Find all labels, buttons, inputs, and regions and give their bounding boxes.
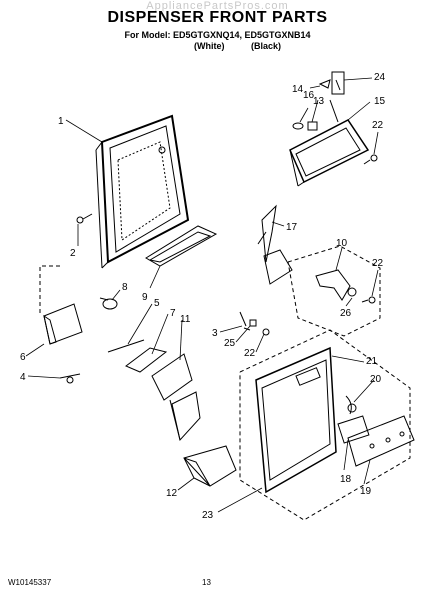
callout-19: 19 bbox=[360, 486, 372, 497]
callout-1: 1 bbox=[58, 116, 64, 127]
callout-22c: 22 bbox=[244, 348, 256, 359]
header: AppliancePartsPros.com DISPENSER FRONT P… bbox=[0, 0, 435, 56]
callout-25: 25 bbox=[224, 338, 236, 349]
color-black-label: (Black) bbox=[251, 41, 282, 51]
doc-number: W10145337 bbox=[8, 578, 52, 587]
part-6-module bbox=[39, 265, 83, 345]
callout-2: 2 bbox=[70, 248, 76, 259]
part-2-screw bbox=[76, 213, 93, 224]
part-7-bracket bbox=[125, 347, 168, 373]
callout-18: 18 bbox=[340, 474, 352, 485]
leader-lines bbox=[25, 77, 379, 513]
callout-labels: 1 2 3 4 5 6 7 8 9 10 11 12 13 14 15 16 1… bbox=[20, 72, 386, 521]
part-21-front-panel bbox=[255, 346, 337, 494]
callout-3: 3 bbox=[212, 328, 218, 339]
part-10-assembly-box bbox=[287, 245, 381, 337]
callout-20: 20 bbox=[370, 374, 382, 385]
callout-4: 4 bbox=[20, 372, 26, 383]
part-11-chute bbox=[151, 353, 201, 442]
part-22-screw-upper bbox=[363, 154, 378, 165]
page-number: 13 bbox=[202, 578, 211, 587]
part-1-housing-frame bbox=[95, 114, 190, 269]
part-25-clip bbox=[249, 319, 257, 327]
callout-8: 8 bbox=[122, 282, 128, 293]
callout-13: 13 bbox=[313, 96, 325, 107]
callout-17: 17 bbox=[286, 222, 298, 233]
part-16-bulb bbox=[292, 122, 304, 130]
callout-11: 11 bbox=[180, 314, 191, 325]
callout-10: 10 bbox=[336, 238, 348, 249]
callout-22b: 22 bbox=[372, 258, 384, 269]
part-17-actuator-lever bbox=[257, 204, 293, 285]
part-22-screw-right bbox=[361, 296, 376, 304]
callout-6: 6 bbox=[20, 352, 26, 363]
callout-15: 15 bbox=[374, 96, 386, 107]
model-line: For Model: ED5GTGXNQ14, ED5GTGXNB14 bbox=[124, 30, 311, 40]
callout-5: 5 bbox=[154, 298, 160, 309]
part-18-control-board bbox=[337, 415, 370, 444]
callout-16: 16 bbox=[303, 90, 315, 101]
part-14-clip bbox=[318, 79, 331, 89]
callout-7: 7 bbox=[170, 308, 176, 319]
part-24-bracket bbox=[331, 71, 345, 95]
callout-9: 9 bbox=[142, 292, 148, 303]
part-5-wire bbox=[107, 339, 145, 353]
callout-12: 12 bbox=[166, 488, 178, 499]
part-19-control-panel bbox=[347, 415, 415, 467]
callout-21: 21 bbox=[366, 356, 378, 367]
callout-14: 14 bbox=[292, 84, 304, 95]
callout-23: 23 bbox=[202, 510, 214, 521]
watermark: AppliancePartsPros.com bbox=[146, 0, 289, 12]
part-23-front-box bbox=[239, 329, 411, 521]
page-title: DISPENSER FRONT PARTS bbox=[107, 9, 328, 26]
callout-26: 26 bbox=[340, 308, 352, 319]
part-12-cup bbox=[183, 445, 237, 487]
part-8-switch bbox=[99, 297, 118, 310]
part-22-screw-lower bbox=[262, 328, 270, 336]
color-white-label: (White) bbox=[194, 41, 225, 51]
callout-24: 24 bbox=[374, 72, 386, 83]
part-15-upper-housing bbox=[289, 99, 370, 187]
part-13-socket bbox=[307, 121, 318, 131]
part-20-harness bbox=[345, 395, 357, 415]
callout-22a: 22 bbox=[372, 120, 384, 131]
part-4-spring bbox=[59, 373, 81, 384]
part-9-drip-tray bbox=[145, 225, 218, 267]
